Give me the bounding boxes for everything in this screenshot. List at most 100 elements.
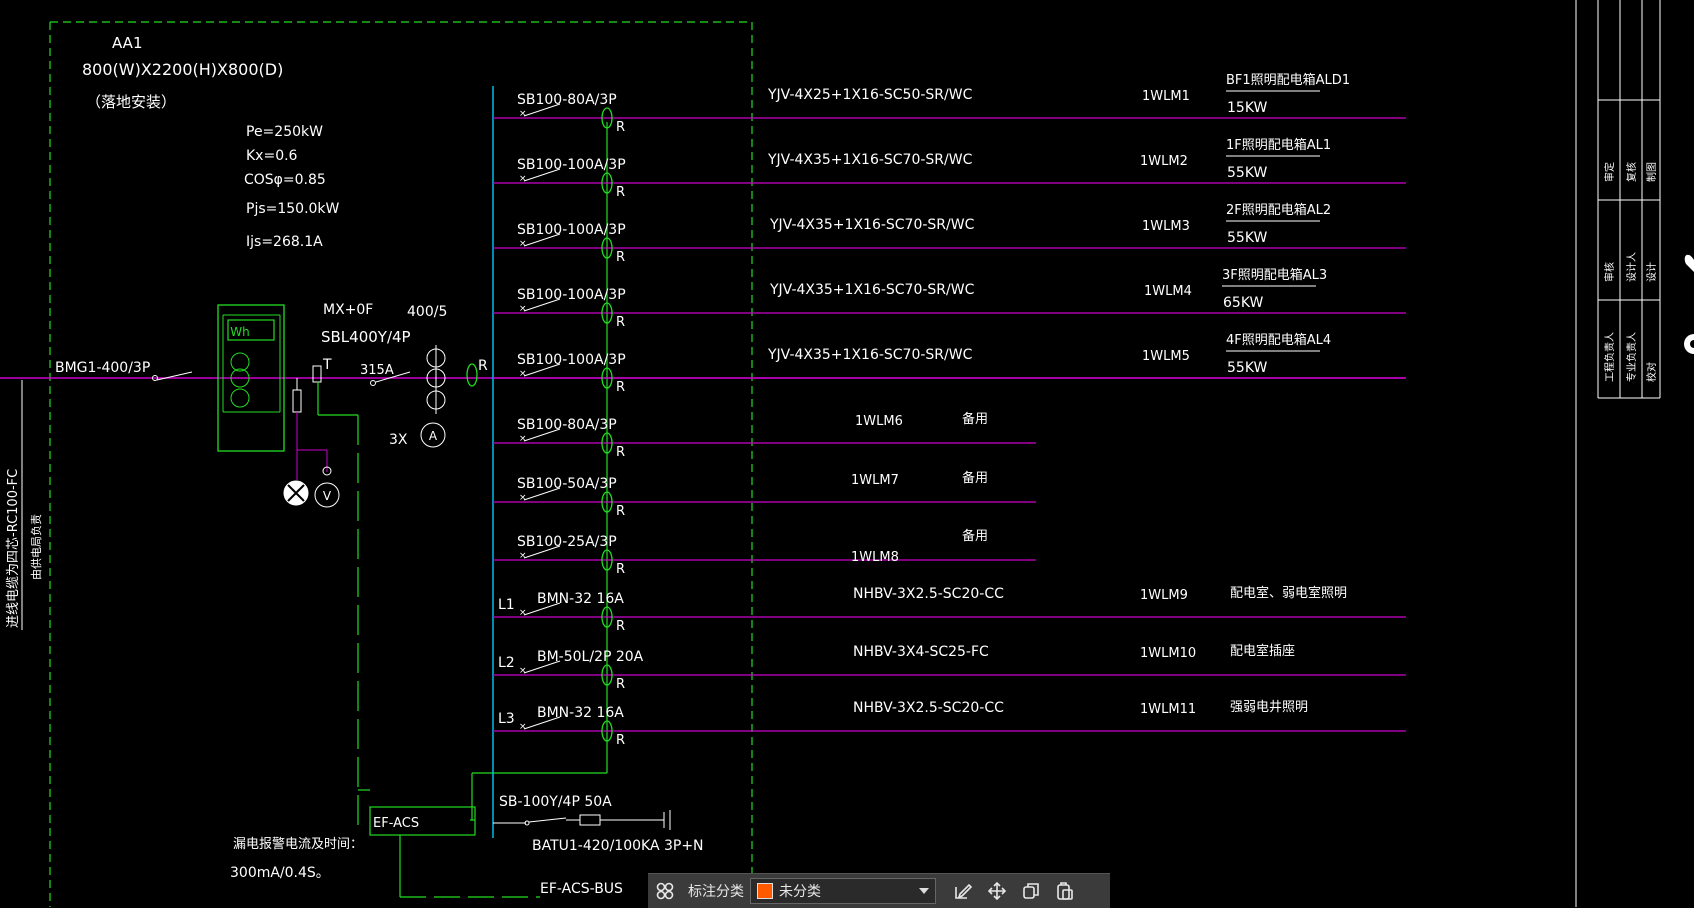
fuse-rating: 315A bbox=[360, 363, 394, 378]
ct-ellipse bbox=[601, 664, 613, 686]
feeder-r-mark: R bbox=[616, 504, 625, 519]
ct-ellipse bbox=[601, 367, 613, 389]
grid-icon[interactable] bbox=[648, 876, 682, 906]
meter-box bbox=[217, 304, 285, 452]
main-switch: SBL400Y/4P bbox=[321, 328, 411, 346]
feeder-breaker: SB100-100A/3P bbox=[517, 287, 626, 303]
paste-icon[interactable] bbox=[1048, 876, 1082, 906]
feeder-r-mark: R bbox=[616, 120, 625, 135]
pt-branch bbox=[283, 378, 340, 508]
feeder-breaker: SB100-100A/3P bbox=[517, 157, 626, 173]
ct-ellipse bbox=[601, 302, 613, 324]
feeder-circuit: 1WLM4 bbox=[1144, 284, 1192, 299]
feeder-destination: 2F照明配电箱AL2 bbox=[1226, 202, 1331, 218]
feeder-circuit: 1WLM11 bbox=[1140, 702, 1196, 717]
leakage-note2: 300mA/0.4S。 bbox=[230, 865, 330, 881]
feeder-destination: 1F照明配电箱AL1 bbox=[1226, 137, 1331, 153]
feeder-power: 65KW bbox=[1223, 295, 1263, 311]
move-icon[interactable] bbox=[980, 876, 1014, 906]
annotation-toolbar: 标注分类 未分类 bbox=[648, 873, 1110, 908]
breaker-contact bbox=[523, 428, 561, 442]
breaker-contact bbox=[523, 298, 561, 312]
feeder-breaker: BMN-32 16A bbox=[537, 591, 624, 607]
ct-label: MX+0F bbox=[323, 302, 373, 318]
incoming-cable: 进线电缆为四芯-RC100-FC bbox=[5, 469, 21, 628]
side-panel-icons bbox=[1680, 240, 1694, 370]
feeder-circuit: 1WLM6 bbox=[855, 414, 903, 429]
feeder-r-mark: R bbox=[616, 250, 625, 265]
feeder-power: 15KW bbox=[1227, 100, 1267, 116]
feeder-circuit: 1WLM1 bbox=[1142, 89, 1190, 104]
gear-icon[interactable] bbox=[1684, 334, 1694, 354]
t-box bbox=[312, 365, 322, 383]
feeder-circuit: 1WLM2 bbox=[1140, 154, 1188, 169]
param-pe: Pe=250kW bbox=[246, 124, 323, 140]
feeder-circuit: 1WLM8 bbox=[851, 550, 899, 565]
breaker-contact bbox=[523, 233, 561, 247]
panel-boundary bbox=[49, 21, 753, 907]
category-select[interactable]: 未分类 bbox=[750, 878, 936, 904]
breaker-x-mark: × bbox=[519, 239, 527, 249]
breaker-x-mark: × bbox=[519, 722, 527, 732]
ammeter-label: A bbox=[429, 429, 438, 443]
title-block bbox=[1575, 0, 1661, 907]
ct-ellipse bbox=[601, 107, 613, 129]
title-block-cell: 校对 bbox=[1645, 362, 1658, 382]
breaker-x-mark: × bbox=[519, 174, 527, 184]
breaker-x-mark: × bbox=[519, 304, 527, 314]
feeder-cable: YJV-4X35+1X16-SC70-SR/WC bbox=[769, 217, 975, 233]
ammeter-count: 3X bbox=[389, 432, 408, 448]
t-mark: T bbox=[322, 357, 332, 373]
meter-label: Wh bbox=[230, 325, 249, 339]
feeder-breaker: BM-50L/2P 20A bbox=[537, 649, 644, 665]
category-selected: 未分类 bbox=[779, 884, 821, 900]
feeder-breaker: SB100-80A/3P bbox=[517, 92, 617, 108]
feeder-r-mark: R bbox=[616, 619, 625, 634]
copy-icon[interactable] bbox=[1014, 876, 1048, 906]
breaker-x-mark: × bbox=[519, 666, 527, 676]
heart-icon[interactable] bbox=[1684, 254, 1694, 272]
feeder-circuit: 1WLM7 bbox=[851, 473, 899, 488]
spd-breaker: SB-100Y/4P 50A bbox=[499, 794, 612, 810]
title-block-cell: 复核 bbox=[1625, 162, 1638, 182]
title-block-cell: 制图 bbox=[1645, 162, 1658, 182]
feeder-phase: L3 bbox=[498, 711, 515, 727]
feeder-circuit: 1WLM5 bbox=[1142, 349, 1190, 364]
spd-symbol bbox=[493, 810, 671, 830]
feeder-power: 55KW bbox=[1227, 360, 1267, 376]
edit-icon[interactable] bbox=[946, 876, 980, 906]
voltmeter-label: V bbox=[323, 489, 332, 503]
breaker-contact bbox=[523, 487, 561, 501]
ct-ellipse bbox=[601, 237, 613, 259]
category-color-swatch bbox=[757, 883, 773, 899]
breaker-x-mark: × bbox=[519, 608, 527, 618]
title-block-cell: 工程负责人 bbox=[1603, 332, 1616, 382]
main-switch-symbol bbox=[370, 345, 478, 448]
title-block-cell: 设计 bbox=[1645, 262, 1658, 282]
main-r-mark: R bbox=[478, 358, 488, 374]
leakage-note1: 漏电报警电流及时间： bbox=[233, 836, 363, 852]
panel-name: AA1 bbox=[112, 34, 142, 52]
feeder-cable: NHBV-3X2.5-SC20-CC bbox=[853, 586, 1004, 602]
feeder-destination: 4F照明配电箱AL4 bbox=[1226, 332, 1331, 348]
feeder-phase: L2 bbox=[498, 655, 515, 671]
feeder-r-mark: R bbox=[616, 315, 625, 330]
feeder-cable: YJV-4X35+1X16-SC70-SR/WC bbox=[767, 347, 973, 363]
feeder-breaker: BMN-32 16A bbox=[537, 705, 624, 721]
feeder-destination: 备用 bbox=[962, 411, 988, 427]
breaker-contact bbox=[523, 168, 561, 182]
